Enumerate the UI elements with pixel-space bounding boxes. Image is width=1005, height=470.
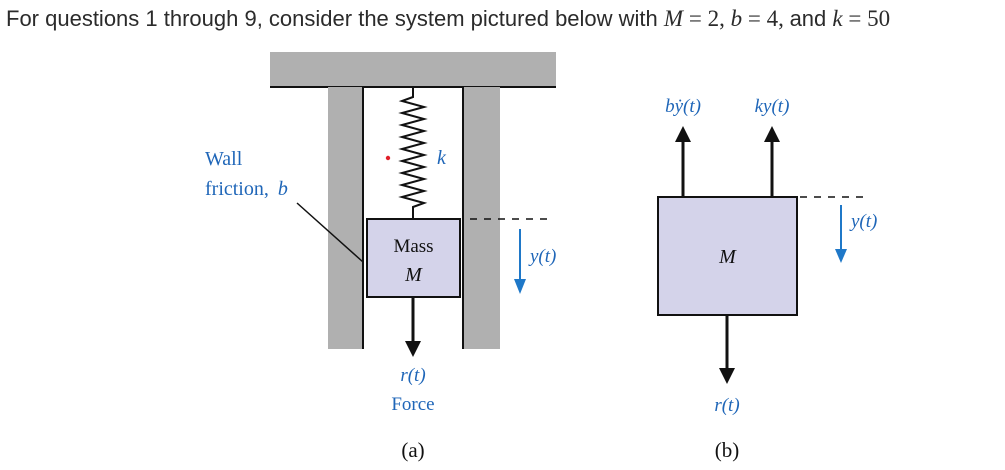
prompt-math: M = 2, b = 4, [664, 6, 790, 31]
spring [398, 87, 428, 219]
wall-friction-b: b [278, 178, 288, 200]
force-symbol-a: r(t) [400, 365, 425, 386]
prompt-and: and [789, 6, 827, 31]
eq-sign: = [747, 6, 761, 31]
left-wall [328, 87, 363, 349]
red-dot [385, 155, 391, 161]
var-m: M [663, 6, 684, 31]
eq-sign: = [848, 6, 862, 31]
mass-label: Mass [393, 236, 433, 257]
spring-constant-label: k [437, 147, 447, 169]
figure-a: k Mass M y(t) r(t) Force Wall friction, … [205, 52, 556, 462]
friction-leader-line [296, 202, 364, 263]
right-wall [463, 87, 500, 349]
caption-b: (b) [715, 438, 740, 462]
value-k: 50 [867, 6, 891, 31]
var-b: b [730, 6, 743, 31]
mass-block-a [366, 218, 461, 298]
force-arrowhead-a [405, 341, 421, 357]
caption-a: (a) [401, 438, 424, 462]
displacement-label-a: y(t) [528, 246, 556, 267]
damper-force-label: bẏ(t) [665, 96, 701, 117]
force-arrowhead-b [719, 368, 735, 384]
mass-block-b [657, 196, 798, 316]
spring-force-label: ky(t) [755, 96, 790, 117]
force-symbol-b: r(t) [714, 395, 739, 416]
ceiling-block [270, 52, 556, 87]
comma: , [778, 6, 784, 31]
comma: , [719, 6, 725, 31]
damper-force-arrowhead [675, 126, 691, 142]
displacement-arrowhead-b [835, 249, 847, 263]
prompt-lead: For questions 1 through 9, consider the … [6, 6, 658, 31]
displacement-arrowhead-a [514, 279, 526, 294]
mass-symbol-a: M [404, 264, 423, 286]
mass-symbol-b: M [718, 246, 737, 268]
wall-friction-word: friction, [205, 178, 269, 200]
force-label-a: Force [391, 394, 434, 415]
var-k: k [832, 6, 843, 31]
displacement-label-b: y(t) [849, 211, 877, 232]
spring-force-arrowhead [764, 126, 780, 142]
wall-friction-label-line1: Wall [205, 148, 243, 170]
value-m: 2 [707, 6, 720, 31]
prompt-math-k: k = 50 [832, 6, 890, 31]
value-b: 4 [766, 6, 779, 31]
problem-statement: For questions 1 through 9, consider the … [6, 6, 890, 32]
wall-friction-label-line2: friction, b [205, 178, 288, 200]
eq-sign: = [688, 6, 702, 31]
figure-b: M bẏ(t) ky(t) y(t) r(t) (b) [657, 96, 877, 462]
